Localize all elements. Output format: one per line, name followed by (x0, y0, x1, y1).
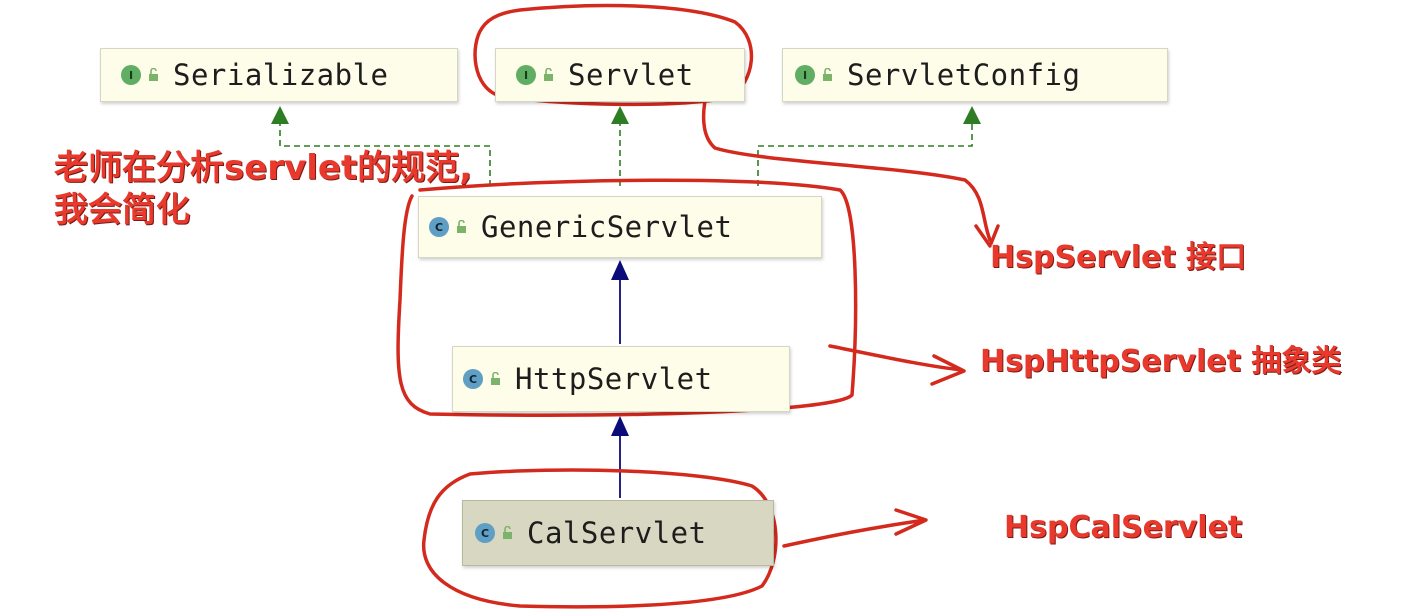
class-icon: C (429, 217, 449, 237)
unlocked-icon (149, 68, 158, 81)
genericservlet-node[interactable]: C GenericServlet (418, 196, 822, 258)
box-around-abstract-classes (396, 178, 858, 417)
arrow-to-hsphttpservlet (828, 344, 966, 386)
servlet-node[interactable]: I Servlet (495, 48, 745, 102)
unlocked-icon (457, 220, 466, 233)
node-label: ServletConfig (847, 58, 1081, 92)
implements-arrowheads (271, 106, 981, 124)
class-icon: C (463, 369, 483, 389)
edge-generic-to-serializable (279, 122, 491, 186)
node-label: HttpServlet (515, 362, 713, 396)
implements-edges (279, 122, 973, 186)
servletconfig-node[interactable]: I ServletConfig (782, 48, 1168, 102)
arrowhead-to-hspservlet (974, 224, 1000, 248)
arrowhead-servlet (611, 106, 629, 124)
hsp-http-servlet-note: HspHttpServlet 抽象类 (980, 344, 1342, 379)
unlocked-icon (503, 526, 512, 539)
arrow-to-hspcalservlet (782, 508, 928, 548)
class-icon: C (475, 523, 495, 543)
hsp-servlet-note: HspServlet 接口 (990, 240, 1247, 275)
circle-around-calservlet (421, 468, 778, 609)
node-label: Servlet (568, 58, 694, 92)
node-label: CalServlet (527, 516, 707, 550)
arrowhead-servletconfig (963, 106, 981, 124)
node-label: GenericServlet (481, 210, 733, 244)
hsp-cal-servlet-note: HspCalServlet (1004, 510, 1243, 545)
unlocked-icon (823, 68, 832, 81)
unlocked-icon (491, 372, 500, 385)
serializable-node[interactable]: I Serializable (100, 48, 458, 102)
teacher-note-line2: 我会简化 (54, 190, 190, 230)
arrowhead-serializable (271, 106, 289, 124)
line-servlet-to-note (701, 84, 992, 242)
teacher-note-line1: 老师在分析servlet的规范, (54, 148, 473, 188)
interface-icon: I (795, 65, 815, 85)
httpservlet-node[interactable]: C HttpServlet (452, 346, 790, 412)
arrowhead-http (611, 416, 629, 436)
calservlet-node[interactable]: C CalServlet (462, 500, 774, 566)
red-markup (396, 3, 1000, 609)
node-label: Serializable (173, 58, 389, 92)
edge-generic-to-servletconfig (757, 122, 973, 186)
interface-icon: I (121, 65, 141, 85)
unlocked-icon (544, 68, 553, 81)
interface-icon: I (516, 65, 536, 85)
arrowhead-generic (611, 260, 629, 280)
circle-around-servlet (473, 3, 754, 107)
extends-arrowheads (611, 260, 629, 436)
